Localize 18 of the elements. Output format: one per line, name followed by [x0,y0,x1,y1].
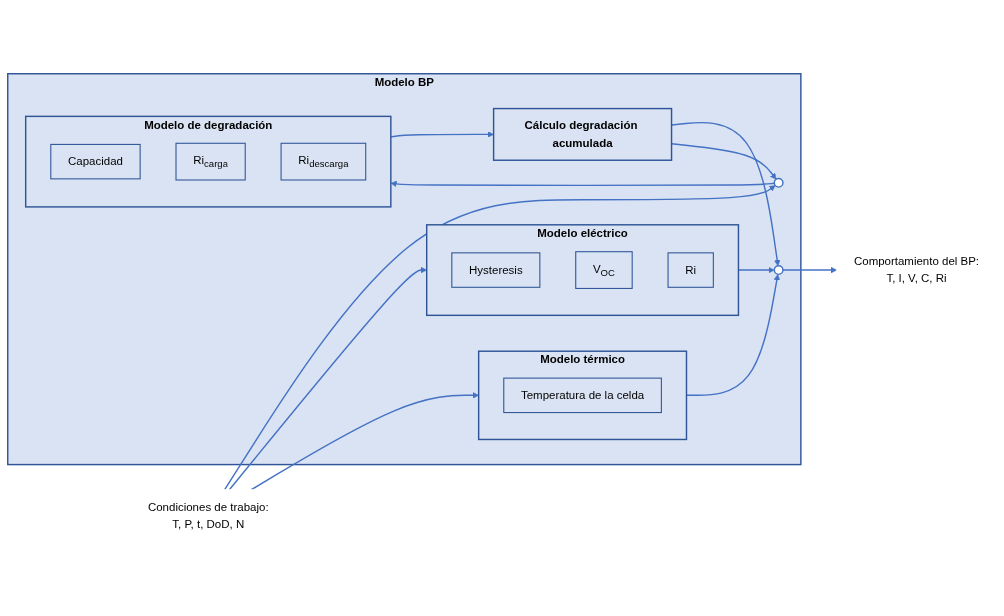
node-box: Cálculo degradación acumulada [492,108,673,162]
arrow [223,185,776,491]
node-box: Hysteresis [451,252,541,289]
node-box: Ri$_{carga}$ [175,143,246,181]
node-box: Capacidad [50,144,141,180]
node-box: Ri [667,252,714,289]
node-box: Temperatura de la celda [503,378,662,414]
node-box: Ri$_{descarga}$ [280,143,367,181]
node-box: V$_{OC}$ [575,251,633,290]
arrow [390,131,494,138]
arrow [782,267,838,274]
node-circle [773,265,784,276]
node-text: Comportamiento del BP: T, I, V, C, Ri [853,255,980,285]
node-text: Condiciones de trabajo: T, P, t, DoD, N [147,500,269,531]
arrow [390,181,776,188]
arrow [228,267,427,491]
node-circle [773,178,784,189]
arrow [250,392,479,491]
